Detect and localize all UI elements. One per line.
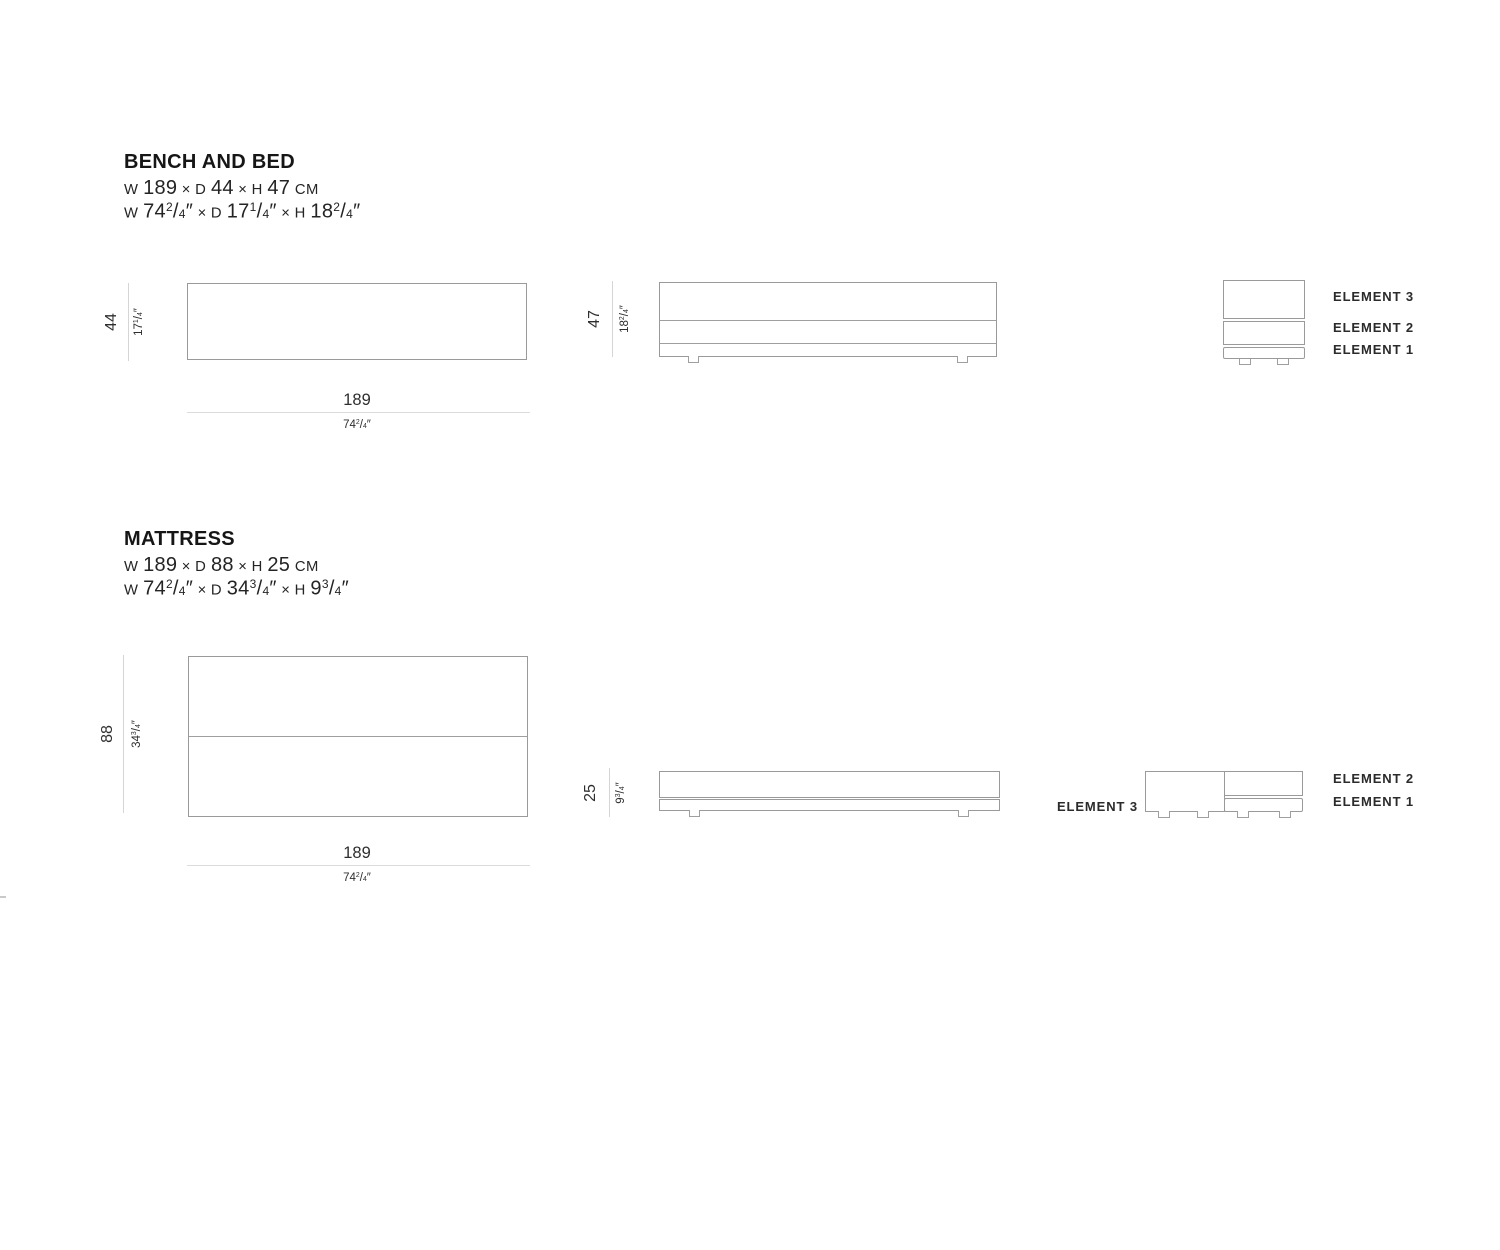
mattress-side-foot-1	[1158, 811, 1170, 818]
bench-element-3-label: ELEMENT 3	[1333, 289, 1415, 304]
mattress-front-foot-right	[958, 810, 969, 817]
mattress-depth-dimension-line	[123, 655, 124, 813]
mattress-front-view-outline	[659, 771, 1000, 798]
mattress-width-inch-label: 742/4″	[343, 872, 371, 884]
bench-width-inch-label: 742/4″	[343, 419, 371, 431]
bench-element-1-label: ELEMENT 1	[1333, 342, 1415, 357]
bench-depth-inch-label: 171/4″	[133, 308, 145, 336]
bench-side-element-3-outline	[1223, 280, 1305, 319]
bench-imperial-dimensions: W 742/4″ × D 171/4″ × H 182/4″	[124, 200, 361, 223]
bench-height-cm-label: 47	[586, 310, 603, 328]
mattress-imperial-dimensions: W 742/4″ × D 343/4″ × H 93/4″	[124, 577, 350, 600]
mattress-depth-cm-label: 88	[99, 725, 116, 743]
mattress-height-dimension-line	[609, 768, 610, 817]
mattress-side-foot-3	[1237, 811, 1249, 818]
mattress-section-title: MATTRESS	[124, 528, 235, 550]
bench-width-dimension-line	[187, 412, 530, 413]
mattress-metric-dimensions: W 189 × D 88 × H 25 CM	[124, 554, 319, 576]
bench-side-element-1-outline	[1223, 347, 1305, 359]
bench-height-inch-label: 182/4″	[619, 305, 631, 333]
bench-top-view-outline	[187, 283, 527, 360]
bench-front-view-seam-upper	[660, 320, 996, 321]
bench-depth-cm-label: 44	[103, 313, 120, 331]
bench-side-element-2-outline	[1223, 321, 1305, 345]
bench-height-dimension-line	[612, 281, 613, 357]
mattress-side-element-2-outline	[1224, 771, 1303, 796]
bench-front-foot-left	[688, 356, 699, 363]
bench-width-cm-label: 189	[343, 391, 371, 409]
mattress-height-inch-label: 93/4″	[615, 782, 627, 804]
mattress-front-base-outline	[659, 799, 1000, 811]
bench-element-2-label: ELEMENT 2	[1333, 320, 1415, 335]
bench-front-view-outline	[659, 282, 997, 357]
mattress-element-3-label: ELEMENT 3	[1056, 799, 1138, 814]
mattress-side-element-3-outline	[1145, 771, 1225, 812]
mattress-top-view-seam	[189, 736, 527, 737]
mattress-side-element-1-outline	[1224, 798, 1303, 812]
mattress-depth-inch-label: 343/4″	[131, 720, 143, 748]
bench-side-foot-right	[1277, 359, 1289, 365]
mattress-width-dimension-line	[187, 865, 530, 866]
mattress-height-cm-label: 25	[582, 784, 599, 802]
mattress-front-foot-left	[689, 810, 700, 817]
stray-mark	[0, 896, 6, 898]
bench-section-title: BENCH AND BED	[124, 151, 295, 173]
bench-metric-dimensions: W 189 × D 44 × H 47 CM	[124, 177, 319, 199]
mattress-element-2-label: ELEMENT 2	[1333, 771, 1415, 786]
mattress-side-foot-4	[1279, 811, 1291, 818]
bench-depth-dimension-line	[128, 283, 129, 361]
mattress-width-cm-label: 189	[343, 844, 371, 862]
mattress-element-1-label: ELEMENT 1	[1333, 794, 1415, 809]
bench-front-view-seam-lower	[660, 343, 996, 344]
bench-front-foot-right	[957, 356, 968, 363]
mattress-side-foot-2	[1197, 811, 1209, 818]
bench-side-foot-left	[1239, 359, 1251, 365]
